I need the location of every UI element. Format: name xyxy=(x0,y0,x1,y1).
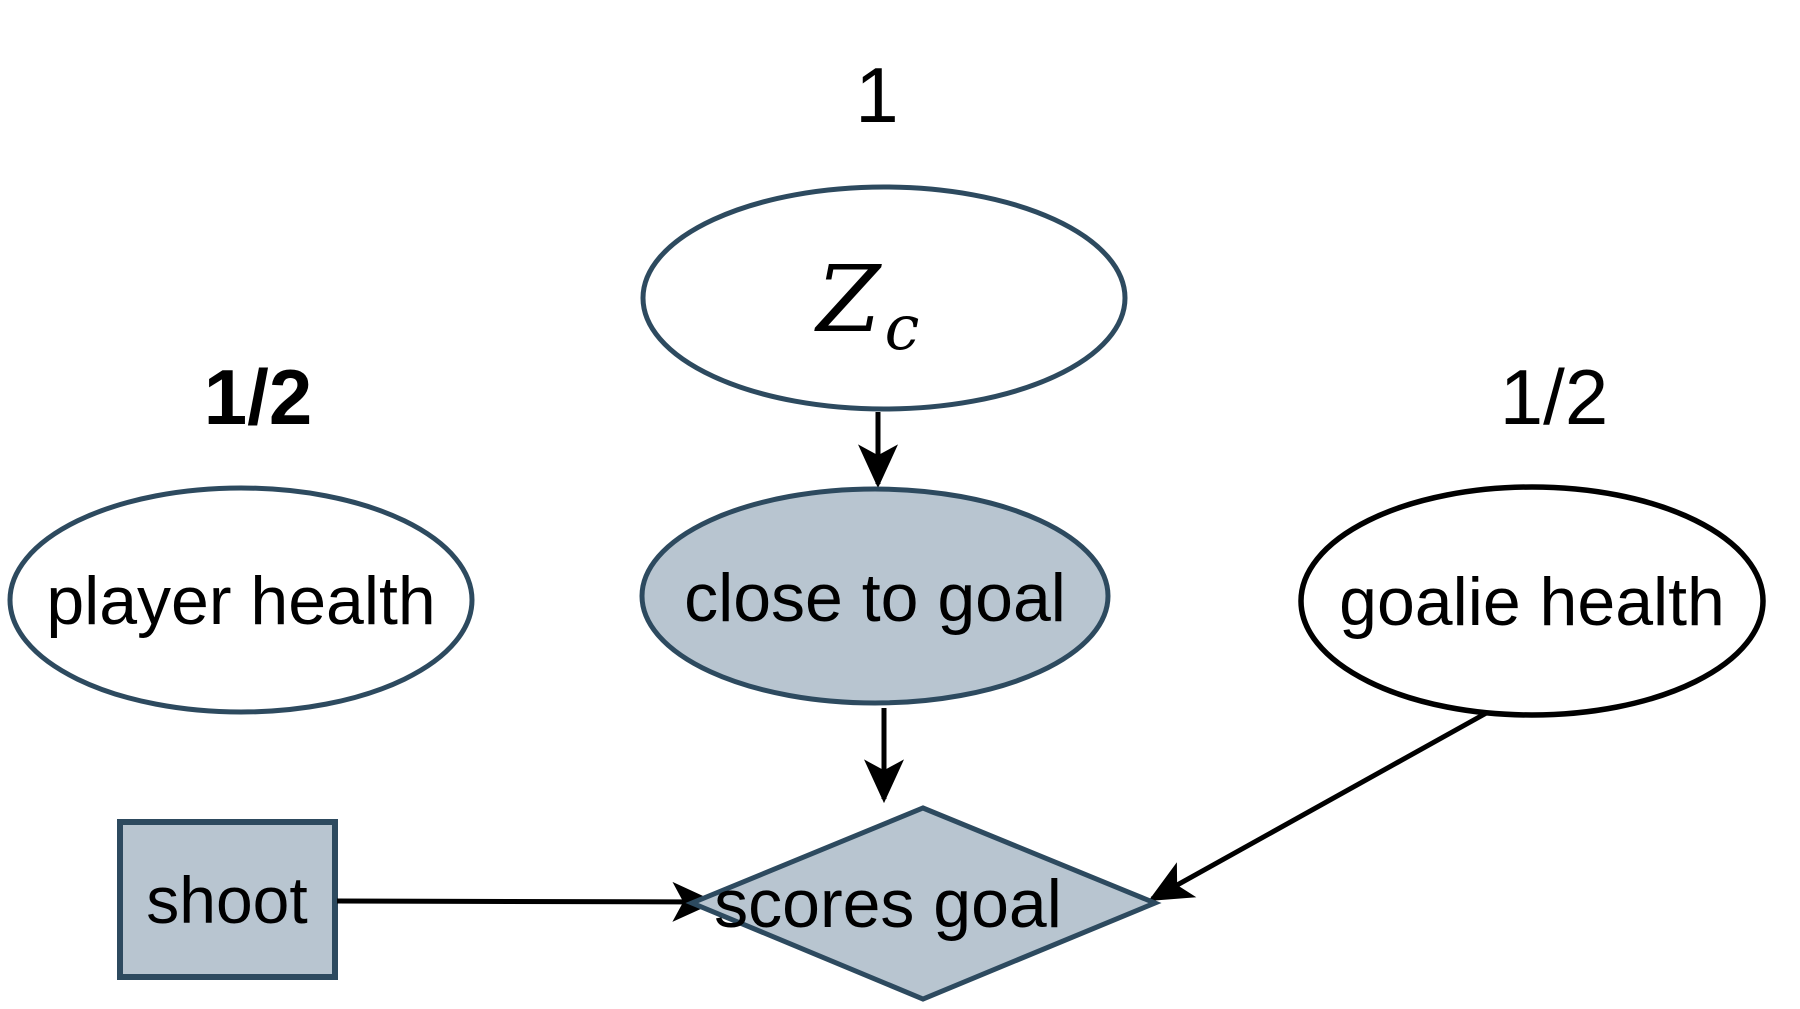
node-close-to-goal: close to goal xyxy=(639,486,1111,706)
annotation-prob-goalie-health: 1/2 xyxy=(1500,353,1608,441)
close-to-goal-label: close to goal xyxy=(684,560,1066,636)
shoot-label: shoot xyxy=(146,863,307,937)
node-goalie-health: goalie health xyxy=(1298,484,1766,718)
scores-goal-diamond xyxy=(685,805,1162,1002)
scores-goal-label: scores goal xyxy=(714,866,1062,942)
player-health-ellipse xyxy=(7,485,475,715)
node-zc: Zc xyxy=(640,184,1128,412)
node-shoot: shoot xyxy=(117,819,338,980)
edge-shoot-to-scores-goal xyxy=(336,881,717,922)
node-player-health: player health xyxy=(7,485,475,715)
goalie-health-label: goalie health xyxy=(1339,564,1725,640)
node-scores-goal: scores goal xyxy=(685,805,1162,1002)
annotation-prob-player-health: 1/2 xyxy=(204,353,312,441)
zc-label: Zc xyxy=(814,246,920,364)
zc-ellipse xyxy=(640,184,1128,412)
goalie-health-ellipse xyxy=(1298,484,1766,718)
player-health-label: player health xyxy=(46,563,435,639)
shoot-rect xyxy=(117,819,338,980)
annotation-prob-zc: 1 xyxy=(855,51,898,139)
close-to-goal-ellipse xyxy=(639,486,1111,706)
edge-goalie-health-to-scores-goal xyxy=(1148,708,1492,902)
